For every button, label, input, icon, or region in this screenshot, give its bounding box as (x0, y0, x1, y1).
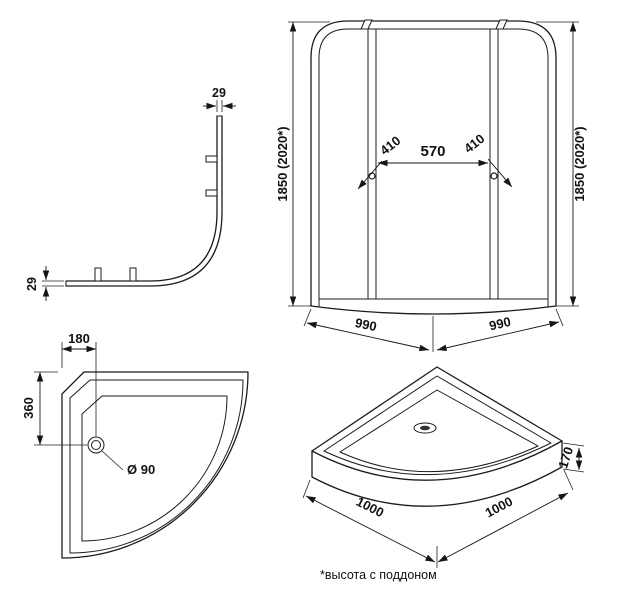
tray-basin-edge (81, 395, 228, 542)
dim-drain-offset-x: 180 (68, 331, 90, 346)
door-handle-right (490, 172, 498, 180)
dim-door-opening: 570 (420, 143, 445, 160)
dim-line (306, 321, 430, 352)
dim-line (437, 492, 569, 563)
roof-bracket (495, 19, 508, 30)
drain-outer-circle (87, 436, 105, 454)
dim-height-left: 1850 (2020*) (275, 126, 290, 201)
door-handle-left (368, 172, 376, 180)
leader-line (487, 158, 513, 188)
ext-line (302, 469, 574, 568)
dim-base-width-right: 990 (488, 314, 513, 333)
profile-end-caps (65, 115, 223, 287)
ext-line (42, 280, 64, 287)
front-view: 570 410 410 1850 (2020*) 1850 (2020*) 99… (275, 19, 587, 352)
dim-profile-thickness-top: 29 (212, 86, 226, 100)
tray-3d-view: 170 1000 1000 (302, 366, 585, 568)
profile-view: 29 29 (25, 86, 236, 301)
tray3d-bottom-curve (311, 466, 563, 507)
front-frame-inner (318, 28, 549, 307)
dim-side-panel-right: 410 (461, 131, 487, 156)
tray3d-basin-edge (339, 389, 539, 453)
leader-line (101, 450, 124, 471)
tray3d-rim-inner (323, 375, 552, 452)
mount-clip (129, 267, 137, 282)
door-edge-lines (367, 28, 499, 300)
front-base-curve (310, 305, 557, 315)
dim-drain-offset-y: 360 (21, 397, 36, 419)
dim-profile-thickness-bottom: 29 (25, 277, 39, 291)
ext-line (536, 21, 579, 307)
tray-outline-outer (61, 371, 249, 559)
drain-ellipse (413, 422, 437, 434)
profile-outline-outer (65, 115, 223, 287)
tray-rim (69, 379, 244, 554)
dim-tray-side-left: 1000 (354, 494, 387, 520)
tray3d-front-curve (311, 440, 563, 481)
tray3d-rim-inner-curve (323, 442, 552, 476)
profile-outline-inner (65, 115, 218, 282)
dim-line (305, 495, 436, 563)
tray3d-top-edges (311, 366, 563, 452)
tray3d-basin-curve (339, 445, 539, 473)
dim-line (436, 320, 560, 352)
dim-height-right: 1850 (2020*) (572, 126, 587, 201)
ext-line (562, 442, 585, 473)
tray3d-side-walls (311, 440, 563, 478)
drain-hole (420, 425, 430, 431)
ext-line (61, 342, 97, 436)
mount-clip (205, 155, 218, 163)
ext-line (303, 308, 564, 352)
mount-clip (94, 267, 102, 282)
tray-top-view: Ø 90 180 360 (21, 331, 249, 559)
drain-inner-circle (91, 440, 101, 450)
ext-line (288, 21, 330, 307)
leader-line (357, 160, 383, 190)
dim-side-panel-left: 410 (377, 133, 403, 158)
ext-line (216, 100, 223, 112)
roof-bracket (360, 19, 373, 30)
footnote-text: *высота с поддоном (320, 568, 437, 582)
dim-drain-diameter: Ø 90 (127, 462, 155, 477)
front-frame-outer (310, 20, 557, 307)
mount-clip (205, 189, 218, 197)
dim-tray-height: 170 (555, 445, 576, 470)
dim-base-width-left: 990 (354, 315, 378, 334)
ext-line (34, 371, 87, 446)
